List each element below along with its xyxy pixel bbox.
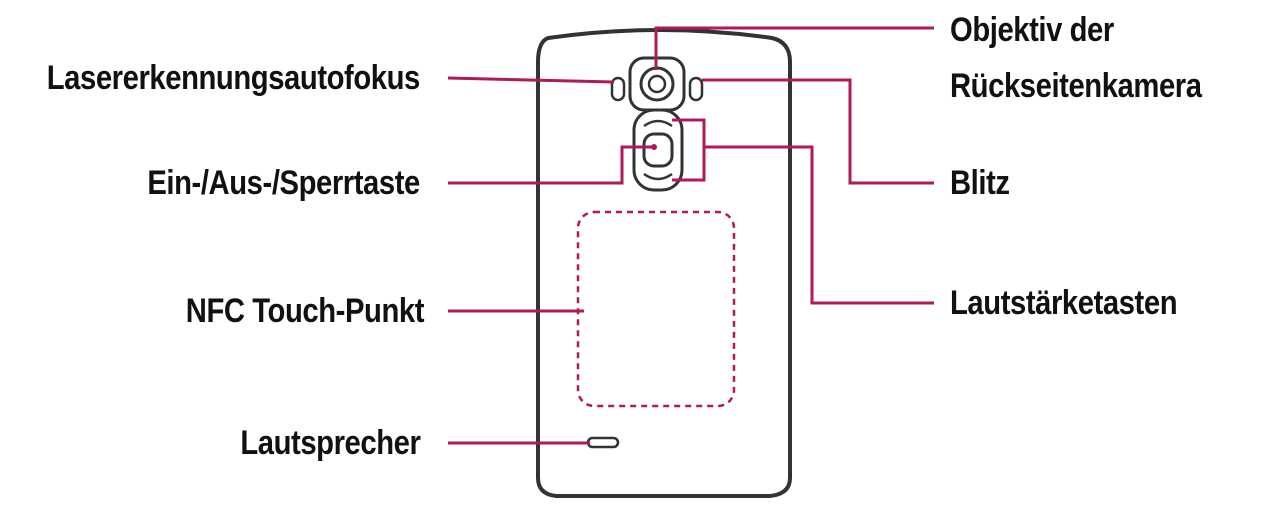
- label-speaker: Lautsprecher: [239, 424, 421, 462]
- leader-line-volume-keys-out: [704, 145, 934, 305]
- leader-line-volume-keys: [672, 118, 706, 182]
- flash-icon: [688, 76, 704, 102]
- label-rear-camera-line2: Rückseitenkamera: [950, 67, 1202, 105]
- power-key-pointer-dot: [651, 144, 657, 150]
- leader-line-laser-autofocus: [447, 76, 615, 84]
- label-flash: Blitz: [950, 164, 1010, 202]
- volume-down-key: [643, 172, 673, 181]
- label-power-lock-key: Ein-/Aus-/Sperrtaste: [147, 164, 421, 202]
- label-laser-autofocus: Lasererkennungsautofokus: [46, 59, 421, 97]
- power-lock-key: [642, 132, 674, 168]
- leader-line-power-lock-key: [448, 145, 654, 185]
- nfc-area: [576, 210, 736, 408]
- lens-inner-ring: [647, 74, 667, 94]
- laser-autofocus-sensor: [610, 76, 626, 102]
- leader-line-flash: [702, 78, 934, 185]
- label-rear-camera-line1: Objektiv der: [950, 11, 1114, 49]
- label-volume-keys: Lautstärketasten: [950, 284, 1178, 322]
- label-nfc-touch-point: NFC Touch-Punkt: [185, 292, 425, 330]
- volume-up-key: [643, 119, 673, 128]
- leader-line-rear-camera: [654, 26, 934, 70]
- rear-key-module: [632, 108, 684, 192]
